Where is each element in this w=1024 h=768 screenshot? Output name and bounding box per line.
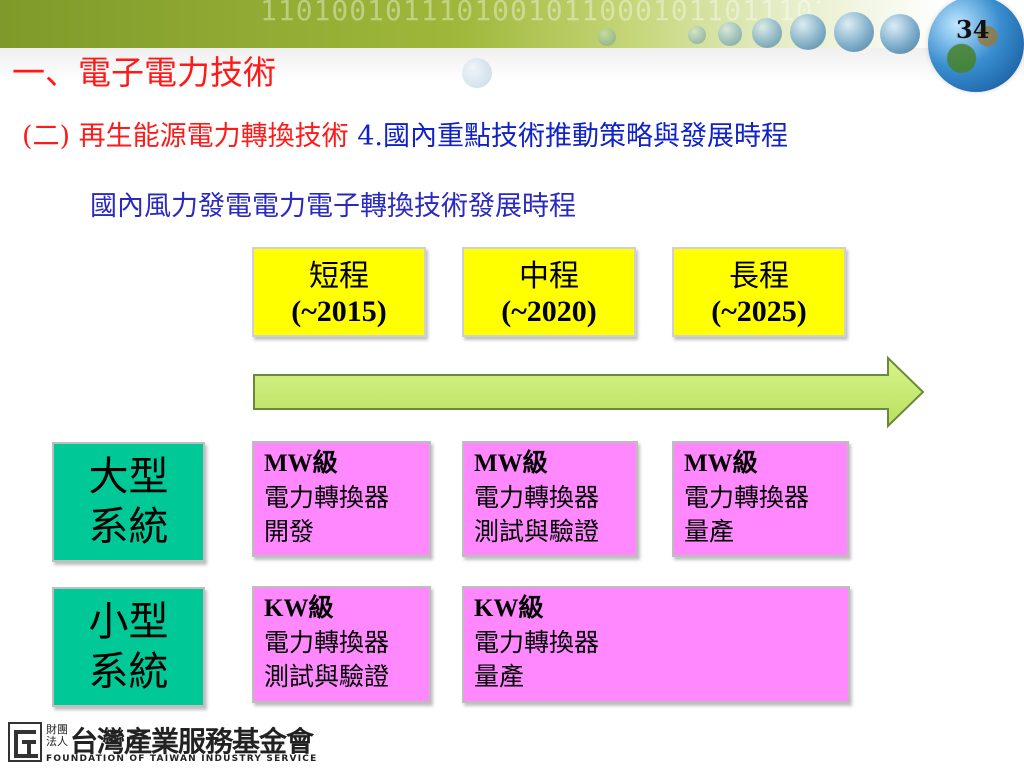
cell-line: 電力轉換器	[474, 628, 600, 657]
subtitle: (二) 再生能源電力轉換技術 4.國內重點技術推動策略與發展時程	[22, 114, 788, 153]
term-long: 長程 (~2025)	[672, 247, 846, 337]
cell-large-short: MW級 電力轉換器 開發	[252, 441, 431, 557]
globe-icon	[928, 0, 1024, 92]
category-line: 系統	[88, 504, 169, 550]
section-title: 一、電子電力技術	[12, 53, 276, 92]
term-year: (~2020)	[501, 295, 597, 328]
cell-small-short: KW級 電力轉換器 測試與驗證	[252, 586, 431, 703]
term-name: 長程	[729, 259, 789, 294]
category-large-system: 大型 系統	[52, 442, 205, 562]
category-small-system: 小型 系統	[52, 587, 205, 707]
binary-background-pattern: 1101001011101001011000101101110101100101…	[260, 0, 820, 27]
foundation-logo-icon	[8, 722, 42, 762]
chart-title: 國內風力發電電力電子轉換技術發展時程	[90, 191, 576, 222]
cell-line: KW級	[474, 595, 544, 622]
cell-line: 電力轉換器	[264, 483, 390, 512]
foundation-logo: 財團 法人 台灣產業服務基金會 FOUNDATION OF TAIWAN IND…	[8, 720, 316, 766]
term-year: (~2025)	[711, 295, 807, 328]
cell-small-mid-long: KW級 電力轉換器 量產	[462, 586, 850, 703]
category-line: 大型	[88, 454, 169, 500]
cell-line: MW級	[474, 450, 548, 477]
cell-line: 電力轉換器	[264, 628, 390, 657]
decorative-dots	[0, 8, 1024, 88]
category-line: 小型	[88, 599, 169, 645]
cell-line: MW級	[684, 450, 758, 477]
subtitle-topic: (二) 再生能源電力轉換技術	[22, 121, 349, 152]
timeline-arrow	[253, 355, 925, 429]
cell-line: 測試與驗證	[264, 662, 390, 691]
cell-line: 量產	[474, 662, 525, 691]
subtitle-item: 4.國內重點技術推動策略與發展時程	[357, 121, 789, 152]
category-line: 系統	[88, 649, 169, 695]
term-year: (~2015)	[291, 295, 387, 328]
cell-line: 測試與驗證	[474, 517, 600, 546]
cell-line: 量產	[684, 517, 735, 546]
cell-large-long: MW級 電力轉換器 量產	[672, 441, 849, 557]
cell-line: KW級	[264, 595, 334, 622]
foundation-type: 財團 法人	[46, 723, 68, 748]
term-name: 中程	[519, 259, 579, 294]
term-short: 短程 (~2015)	[252, 247, 426, 337]
cell-line: MW級	[264, 450, 338, 477]
foundation-english-name: FOUNDATION OF TAIWAN INDUSTRY SERVICE	[46, 754, 318, 764]
cell-large-medium: MW級 電力轉換器 測試與驗證	[462, 441, 638, 557]
header-shadow	[0, 48, 1024, 82]
foundation-name: 台灣產業服務基金會	[70, 725, 314, 758]
cell-line: 開發	[264, 517, 315, 546]
term-name: 短程	[309, 259, 369, 294]
term-medium: 中程 (~2020)	[462, 247, 636, 337]
cell-line: 電力轉換器	[684, 483, 810, 512]
cell-line: 電力轉換器	[474, 483, 600, 512]
page-number: 34	[956, 15, 990, 44]
